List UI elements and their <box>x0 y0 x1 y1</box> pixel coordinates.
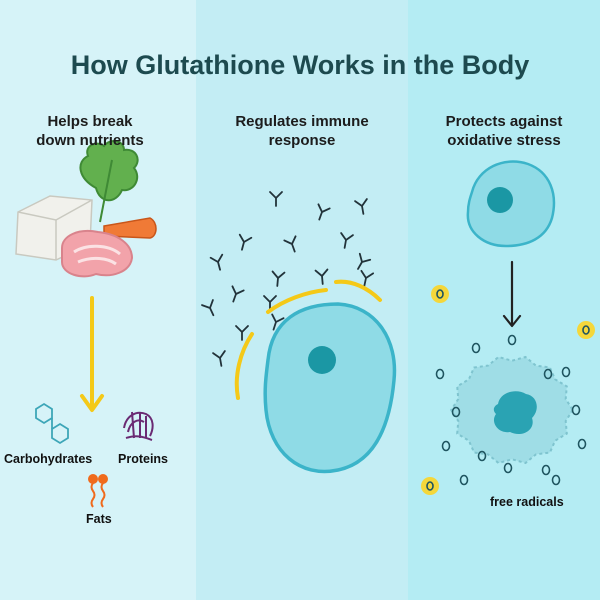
antibody-icon <box>269 191 283 207</box>
panel-immune <box>196 0 408 600</box>
fat-icon <box>88 474 108 508</box>
heading-oxidative: Protects against oxidative stress <box>445 113 563 149</box>
free-radical-icon <box>451 406 461 418</box>
free-radical-highlight-icon <box>577 321 595 339</box>
antibodies <box>201 191 375 367</box>
label-fats: Fats <box>86 512 112 526</box>
free-radical-icon <box>441 440 451 452</box>
heading-nutrients: Helps break down nutrients <box>36 113 144 149</box>
free-radical-icon <box>477 450 487 462</box>
heading-immune: Regulates immune response <box>235 113 369 149</box>
free-radical-icon <box>571 404 581 416</box>
antibody-icon <box>317 203 331 221</box>
free-radical-icon <box>541 464 551 476</box>
glutathione-arcs <box>234 279 382 400</box>
immune-cell-nucleus <box>308 346 336 374</box>
free-radical-icon <box>551 474 561 486</box>
free-radical-icon <box>435 368 445 380</box>
arrow-down-yellow <box>80 296 104 412</box>
immune-cell <box>263 302 397 474</box>
antibody-icon <box>238 233 253 251</box>
free-radical-icon <box>507 334 517 346</box>
free-radical-icon <box>503 462 513 474</box>
antibody-icon <box>271 313 285 331</box>
free-radical-icon <box>577 438 587 450</box>
damaged-cell <box>450 355 574 465</box>
carbohydrate-molecule-icon <box>35 402 69 445</box>
free-radical-icon <box>459 474 469 486</box>
panel-nutrients <box>0 0 196 600</box>
arrow-down-black <box>502 260 522 328</box>
free-radical-highlight-icon <box>421 477 439 495</box>
label-free-radicals: free radicals <box>490 495 564 509</box>
food-illustration <box>15 140 157 278</box>
protein-icon <box>123 411 154 441</box>
free-radical-icon <box>471 342 481 354</box>
antibody-icon <box>354 198 368 215</box>
antibody-icon <box>231 285 245 303</box>
free-radical-icon <box>543 368 553 380</box>
damaged-cell-nucleus <box>493 391 537 435</box>
label-proteins: Proteins <box>118 452 169 466</box>
free-radical-highlight-icon <box>431 285 449 303</box>
antibody-icon <box>357 252 372 270</box>
antibody-icon <box>314 268 329 285</box>
carrot <box>103 217 157 239</box>
free-radical-icon <box>561 366 571 378</box>
antibody-icon <box>201 299 215 317</box>
antibody-icon <box>271 270 286 287</box>
antibody-icon <box>209 253 224 271</box>
antibody-icon <box>212 350 226 367</box>
page-title: How Glutathione Works in the Body <box>70 50 530 80</box>
salmon-steak <box>61 230 134 278</box>
antibody-icon <box>360 269 375 287</box>
healthy-cell-nucleus <box>487 187 513 213</box>
label-carbohydrates: Carbohydrates <box>4 452 93 466</box>
healthy-cell <box>466 160 556 248</box>
free-radical-markers <box>421 285 595 495</box>
antibody-icon <box>340 232 354 249</box>
antibody-icon <box>235 325 249 341</box>
antibody-icon <box>283 235 297 253</box>
